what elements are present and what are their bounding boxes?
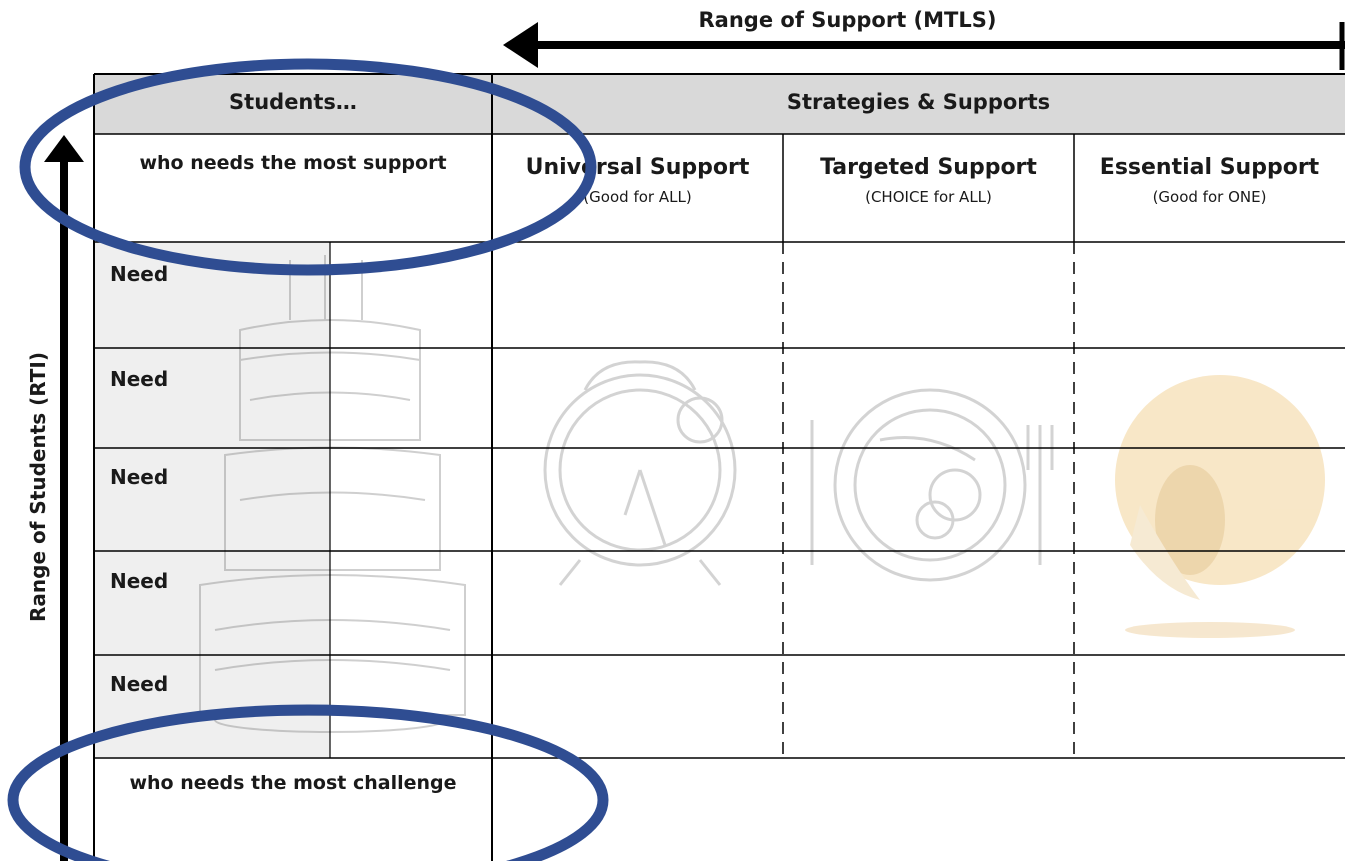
essential-support-subtitle: (Good for ONE): [1152, 188, 1267, 206]
side-arrow-label: Range of Students (RTI): [26, 352, 50, 622]
range-of-support-arrow: [503, 22, 1345, 70]
cake-icon: [199, 255, 466, 733]
yawning-emoji-icon: [1115, 375, 1325, 638]
universal-support-subtitle: (Good for ALL): [583, 188, 692, 206]
students-header: Students…: [229, 90, 357, 114]
targeted-support-title: Targeted Support: [820, 155, 1037, 180]
need-label: Need: [110, 672, 169, 696]
range-of-students-arrow: [44, 135, 84, 861]
need-label: Need: [110, 367, 169, 391]
essential-support-title: Essential Support: [1099, 155, 1320, 180]
top-arrow-label: Range of Support (MTLS): [698, 8, 997, 32]
strategies-header-cell: [492, 74, 1345, 134]
strategies-header: Strategies & Supports: [786, 90, 1051, 114]
most-support-label: who needs the most support: [139, 152, 447, 174]
need-label: Need: [110, 262, 169, 286]
alarm-clock-icon: [543, 360, 737, 586]
universal-support-title: Universal Support: [525, 155, 750, 180]
need-label: Need: [110, 569, 169, 593]
most-challenge-label: who needs the most challenge: [129, 772, 457, 794]
student-shade: [95, 242, 330, 757]
need-label: Need: [110, 465, 169, 489]
targeted-support-subtitle: (CHOICE for ALL): [865, 188, 992, 206]
